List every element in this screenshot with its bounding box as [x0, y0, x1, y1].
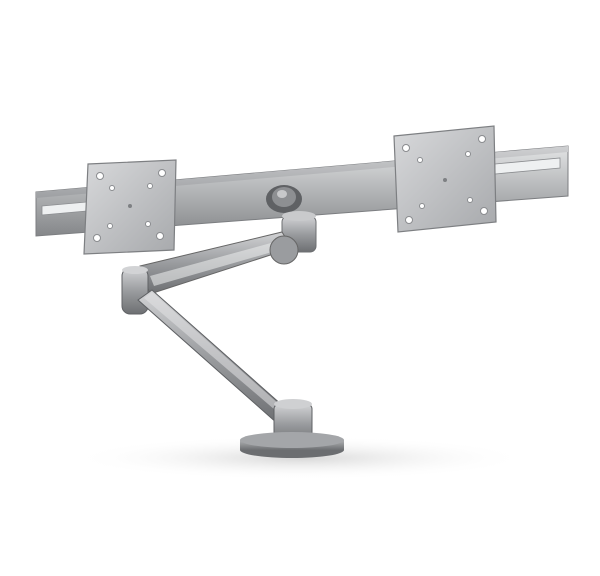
- upper-arm: [139, 231, 299, 295]
- vesa-plate-left: [83, 159, 177, 255]
- desk-mount-base: [240, 432, 344, 458]
- floor-shadow: [70, 436, 530, 480]
- lower-arm: [137, 289, 293, 425]
- tension-knob: [266, 185, 302, 213]
- elbow-joint: [121, 266, 149, 315]
- vesa-plate-right: [393, 125, 497, 233]
- head-pivot: [281, 211, 317, 253]
